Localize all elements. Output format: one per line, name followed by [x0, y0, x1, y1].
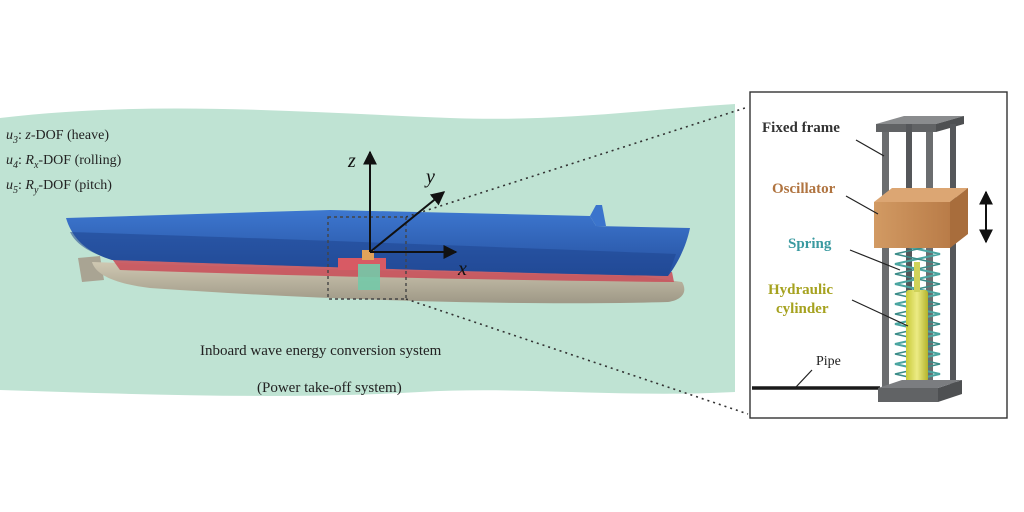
hydraulic-cylinder — [906, 290, 928, 382]
hydraulic-rod — [914, 262, 920, 292]
pto-selection-box — [327, 216, 407, 300]
dof-var: u — [6, 128, 13, 143]
label-hydraulic: Hydraulic — [768, 282, 834, 298]
dof-axis-sub: y — [33, 184, 39, 196]
oscillator-side — [950, 188, 968, 248]
axis-label-x: x — [458, 258, 467, 280]
label-spring: Spring — [788, 236, 832, 252]
label-oscillator: Oscillator — [772, 181, 836, 197]
inset-panel — [749, 91, 1008, 419]
pipe-pointer — [795, 369, 813, 388]
zoom-line-bottom — [405, 298, 749, 415]
pto-region-top — [362, 250, 374, 260]
frame-base-plate — [878, 388, 938, 402]
pto-region-green — [358, 264, 380, 290]
dof-var: u — [6, 178, 13, 193]
dof-sub: 3 — [13, 134, 18, 146]
dof-label-pitch: u5: Ry-DOF (pitch) — [6, 178, 112, 196]
dof-text: -DOF (rolling) — [38, 153, 122, 168]
oscillator-front — [874, 202, 950, 248]
dof-axis-sub: x — [33, 159, 39, 171]
caption-pto-system: (Power take-off system) — [257, 380, 402, 396]
spring-pointer — [849, 249, 901, 271]
y-axis-arrow — [369, 191, 446, 253]
dof-sub: 5 — [13, 184, 18, 196]
frame-column-back-right — [950, 124, 956, 386]
dof-axis: R — [25, 153, 34, 168]
label-cylinder: cylinder — [776, 301, 829, 317]
dof-text: -DOF (heave) — [30, 128, 109, 143]
caption-wec-system: Inboard wave energy conversion system — [200, 343, 442, 359]
dof-axis: R — [25, 178, 34, 193]
frame-column-front-left — [882, 132, 889, 394]
fixed-frame-pointer — [855, 139, 885, 157]
dof-axis: z — [25, 128, 31, 143]
dof-label-rolling: u4: Rx-DOF (rolling) — [6, 153, 122, 171]
frame-top-plate — [876, 116, 964, 124]
frame-column-back-left — [906, 124, 912, 386]
hydraulic-pointer — [851, 299, 909, 327]
label-pipe: Pipe — [816, 354, 841, 369]
ship-forecastle — [590, 205, 606, 226]
dof-text: -DOF (pitch) — [38, 178, 112, 193]
frame-base-plate-side — [938, 380, 962, 402]
dof-var: u — [6, 153, 13, 168]
frame-base-plate-top — [878, 380, 962, 388]
frame-column-front-right — [926, 132, 933, 394]
dof-sub: 4 — [13, 159, 18, 171]
oscillator-top — [874, 188, 968, 202]
oscillator-pointer — [845, 195, 879, 215]
label-fixed-frame: Fixed frame — [762, 120, 840, 136]
axis-label-z: z — [348, 150, 356, 172]
dof-label-heave: u3: z-DOF (heave) — [6, 128, 109, 146]
axis-label-y: y — [426, 166, 435, 188]
